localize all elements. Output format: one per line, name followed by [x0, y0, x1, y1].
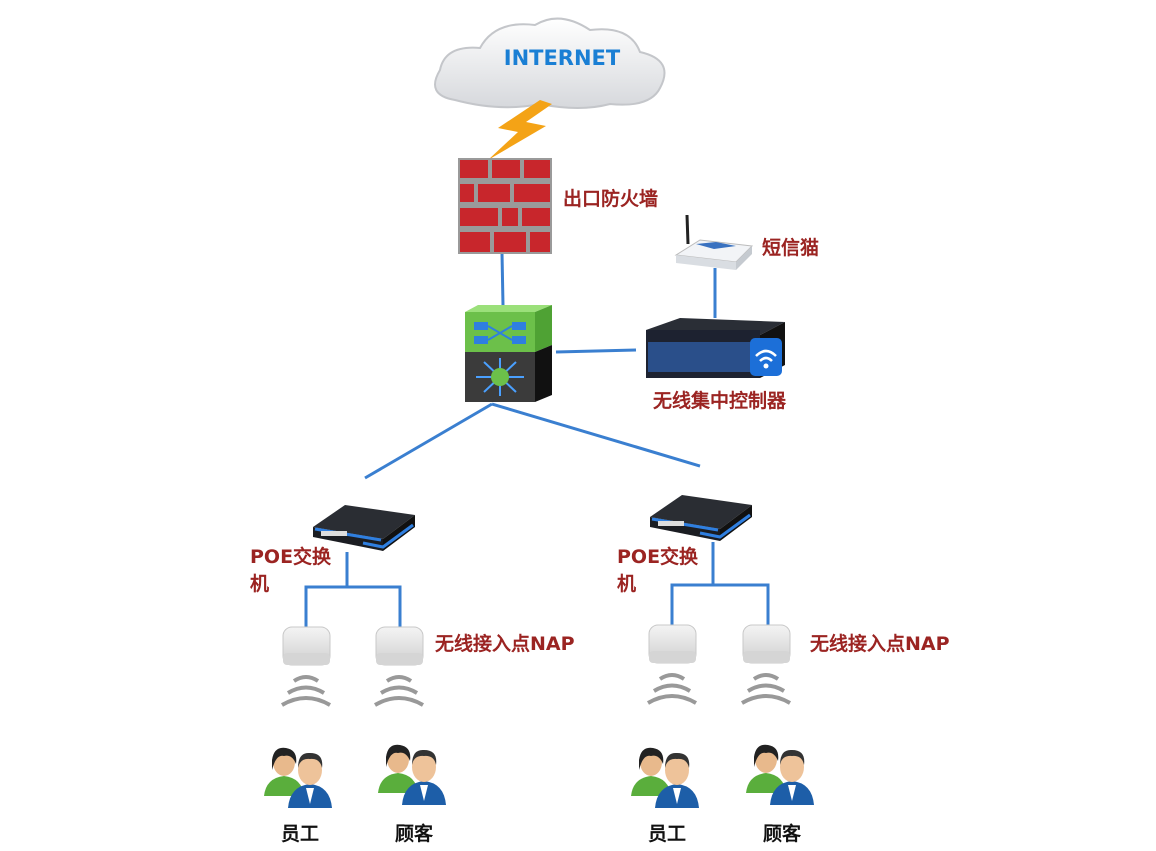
user-group-label: 员工 [281, 823, 319, 845]
branch-left: POE交换 机 无线接入点NAP 员工 顾客 [250, 503, 575, 845]
access-point-label: 无线接入点NAP [810, 632, 950, 655]
rack-server-wifi-icon [646, 318, 785, 378]
controller-label: 无线集中控制器 [653, 389, 787, 412]
layer3-switch-icon [465, 305, 552, 402]
poe-switch-icon [311, 503, 417, 553]
links [304, 252, 770, 627]
access-point-label: 无线接入点NAP [435, 632, 575, 655]
cloud-icon [434, 17, 666, 109]
lightning-icon [488, 100, 552, 160]
link-poe-ap [304, 552, 349, 627]
user-group-label: 顾客 [395, 822, 434, 845]
poe-switch-label-cont: 机 [617, 573, 636, 595]
firewall-label: 出口防火墙 [563, 187, 658, 210]
access-point-icon [280, 625, 332, 707]
users-icon [631, 747, 699, 808]
poe-switch-label: POE交换 [617, 545, 699, 568]
users-icon [378, 744, 446, 805]
access-point-icon [740, 623, 792, 705]
link-poe-ap [670, 542, 715, 625]
poe-switch-icon [648, 493, 754, 543]
user-group-label: 员工 [648, 823, 686, 845]
poe-switch-label-cont: 机 [250, 573, 269, 595]
users-icon [746, 744, 814, 805]
sms-modem-label: 短信猫 [762, 236, 819, 259]
brick-firewall-icon [458, 158, 552, 254]
users-icon [264, 747, 332, 808]
wireless-router-icon [674, 214, 754, 270]
poe-switch-label: POE交换 [250, 545, 332, 568]
user-group-label: 顾客 [763, 822, 802, 845]
link-poe-ap [713, 583, 770, 625]
access-point-icon [646, 623, 698, 705]
internet-label: INTERNET [504, 46, 621, 70]
link-switch-controller [555, 348, 637, 354]
link-switch-branch-left [364, 402, 493, 480]
link-switch-branch-right [491, 402, 701, 468]
link-poe-ap [347, 585, 402, 627]
branch-right: POE交换 机 无线接入点NAP 员工 顾客 [617, 493, 950, 845]
access-point-icon [373, 625, 425, 707]
link-firewall-switch [500, 252, 505, 306]
